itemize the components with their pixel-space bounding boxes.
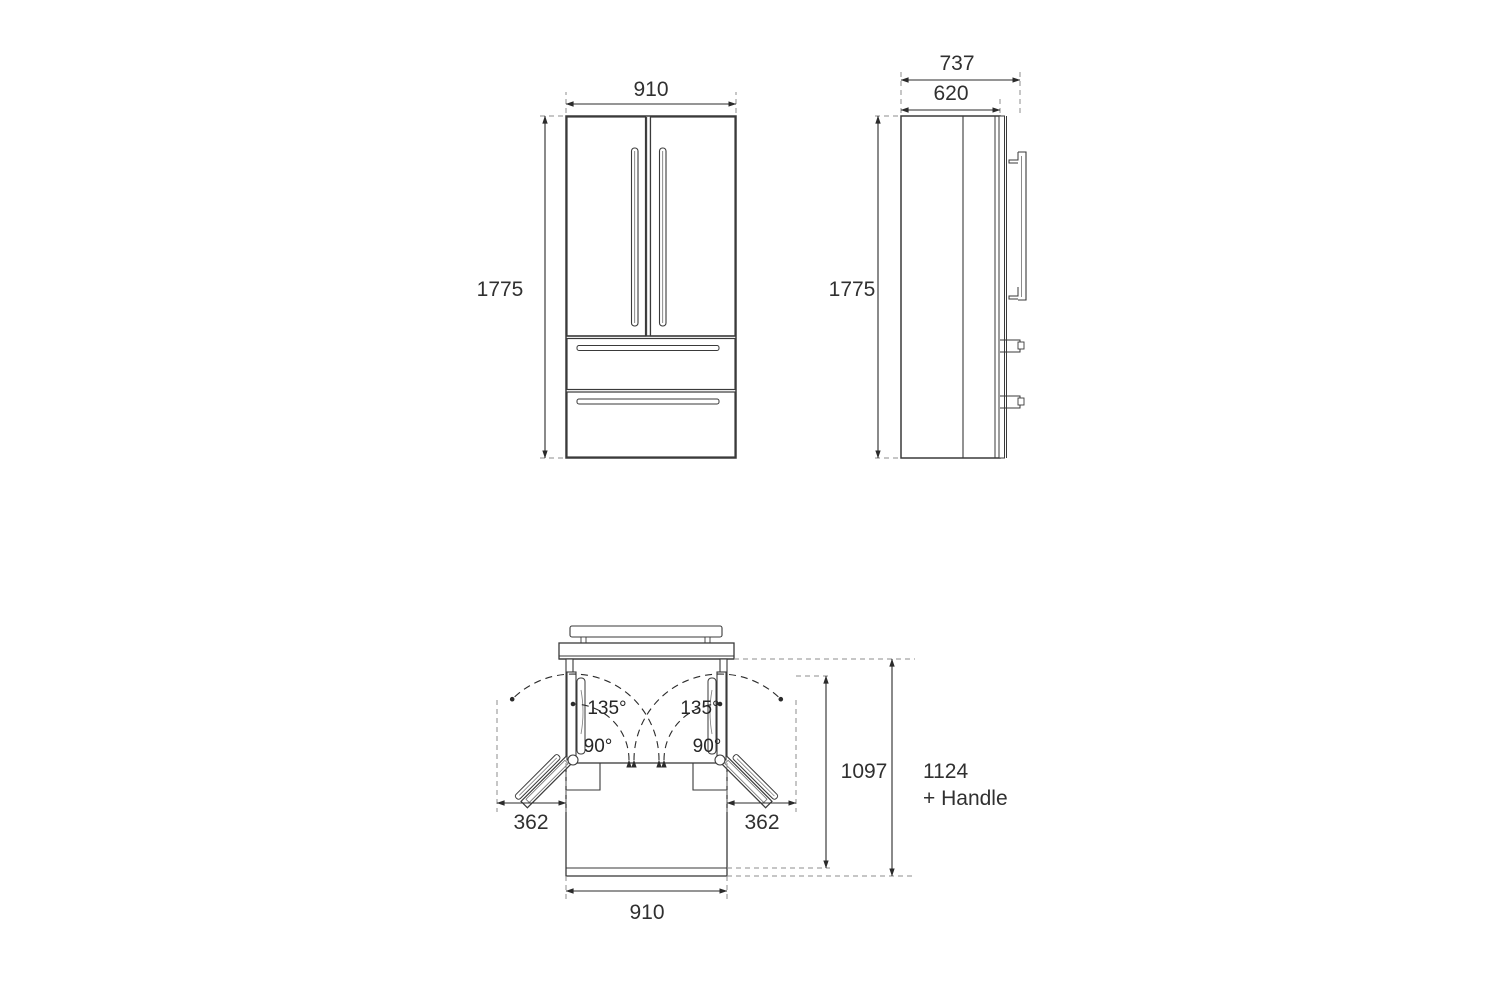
plan-1097-label: 1097 <box>841 760 888 783</box>
front-left-door-handle <box>630 147 639 327</box>
front-width-dimension: 910 <box>565 78 737 113</box>
side-cabinet-body <box>900 115 1001 459</box>
plan-left-inner-arc-90 <box>570 701 632 768</box>
side-height-dimension: 1775 <box>829 115 898 459</box>
angle-label-90-right: 90° <box>693 736 722 757</box>
front-height-dimension: 1775 <box>477 115 563 459</box>
plan-1097-dimension: 1097 <box>727 675 888 869</box>
front-lower-drawer <box>566 391 736 458</box>
plan-left-362-dimension: 362 <box>496 700 567 834</box>
plan-handle-note-label: + Handle <box>923 787 1008 810</box>
plan-width-label: 910 <box>629 901 664 924</box>
front-height-label: 1775 <box>477 278 524 301</box>
side-total-depth-dimension: 737 <box>900 52 1021 113</box>
side-cabinet-depth-dimension: 620 <box>900 82 1001 113</box>
front-lower-drawer-handle <box>576 398 720 405</box>
side-total-depth-label: 737 <box>939 52 974 75</box>
side-door-slab <box>998 115 1005 459</box>
side-cabinet-depth-label: 620 <box>933 82 968 105</box>
plan-1124-label: 1124 <box>923 760 968 783</box>
plan-cabinet-footprint <box>565 762 728 877</box>
plan-view: 135° 135° 90° 90° 362 362 910 <box>496 625 1008 924</box>
plan-left-hinge-pivot <box>567 754 579 766</box>
plan-left-door-90 <box>566 671 586 761</box>
front-elevation-view: 910 1775 <box>477 78 737 459</box>
plan-rear-rail <box>569 625 723 645</box>
side-lower-drawer-handle <box>1000 395 1025 409</box>
side-elevation-view: 737 620 1775 <box>829 52 1027 459</box>
front-upper-drawer-handle <box>576 345 720 351</box>
plan-right-inner-arc-90 <box>661 701 723 768</box>
side-height-label: 1775 <box>829 278 876 301</box>
front-right-door-handle <box>658 147 667 327</box>
plan-width-dimension: 910 <box>565 876 728 924</box>
front-width-label: 910 <box>633 78 668 101</box>
side-upper-drawer-handle <box>1000 339 1025 353</box>
plan-rear-body <box>558 642 735 660</box>
angle-label-90-left: 90° <box>584 736 613 757</box>
side-upper-handle <box>1008 151 1027 301</box>
angle-label-135-left: 135° <box>587 698 626 719</box>
plan-right-362-label: 362 <box>744 811 779 834</box>
plan-left-362-label: 362 <box>513 811 548 834</box>
plan-right-outer-arc-135 <box>631 673 784 768</box>
front-upper-drawer <box>566 337 736 391</box>
plan-right-362-dimension: 362 <box>726 700 797 834</box>
angle-label-135-right: 135° <box>680 698 719 719</box>
plan-1124-dimension: 1124 + Handle <box>727 658 1008 877</box>
